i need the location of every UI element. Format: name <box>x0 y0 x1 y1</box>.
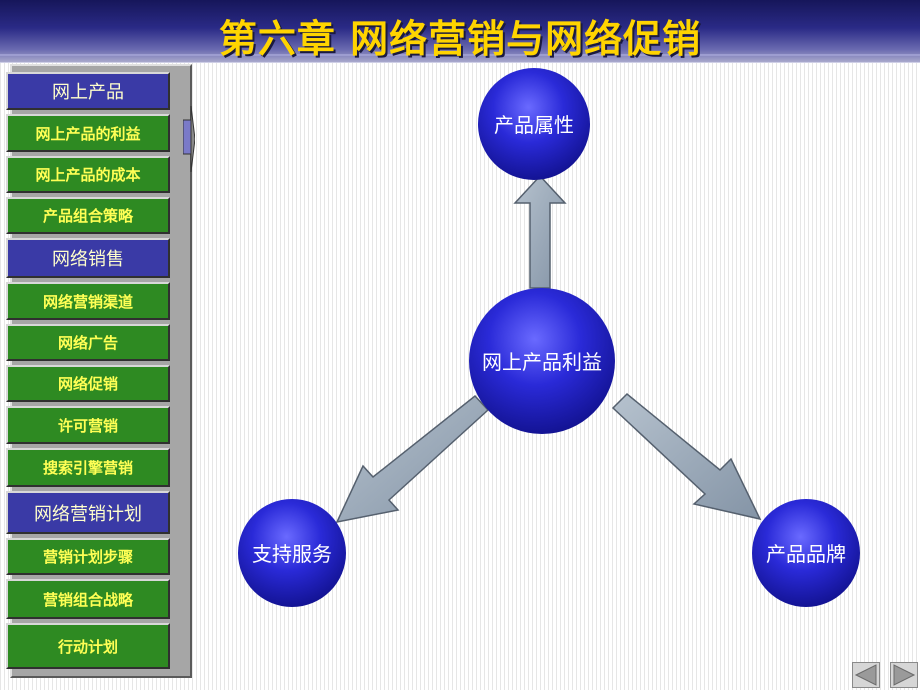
page-title: 第六章 网络营销与网络促销 <box>218 17 702 61</box>
node-label-top: 产品属性 <box>494 113 574 137</box>
sidebar-item-mix-strategy[interactable]: 营销组合战略 <box>6 579 170 619</box>
arrow-down-left <box>335 394 490 524</box>
selection-pointer-icon <box>183 106 195 172</box>
sidebar-item-action-plan[interactable]: 行动计划 <box>6 623 170 669</box>
sidebar-item-online-sales[interactable]: 网络销售 <box>6 238 170 278</box>
sidebar-item-online-promotion[interactable]: 网络促销 <box>6 365 170 402</box>
sidebar-item-online-ads[interactable]: 网络广告 <box>6 324 170 361</box>
triangle-left-icon <box>854 664 877 686</box>
sidebar-item-product-mix[interactable]: 产品组合策略 <box>6 197 170 234</box>
sidebar-item-search-marketing[interactable]: 搜索引擎营销 <box>6 448 170 487</box>
sidebar-item-marketing-channel[interactable]: 网络营销渠道 <box>6 282 170 320</box>
sidebar-item-permission-marketing[interactable]: 许可营销 <box>6 406 170 444</box>
node-label-center: 网上产品利益 <box>482 350 602 374</box>
title-underline <box>0 54 920 56</box>
sidebar-item-plan-steps[interactable]: 营销计划步骤 <box>6 538 170 575</box>
node-label-left: 支持服务 <box>252 542 332 566</box>
sidebar-item-online-product[interactable]: 网上产品 <box>6 72 170 110</box>
sidebar-item-product-cost[interactable]: 网上产品的成本 <box>6 156 170 193</box>
title-bar: 第六章 网络营销与网络促销 <box>0 0 920 63</box>
node-center-benefit: 网上产品利益 <box>469 288 615 434</box>
node-product-attribute: 产品属性 <box>478 68 590 180</box>
sidebar-item-product-benefit[interactable]: 网上产品的利益 <box>6 114 170 152</box>
node-label-right: 产品品牌 <box>766 542 846 566</box>
triangle-right-icon <box>893 664 916 686</box>
prev-slide-button[interactable] <box>852 662 880 688</box>
node-support-service: 支持服务 <box>238 499 346 607</box>
next-slide-button[interactable] <box>890 662 918 688</box>
arrow-down-right <box>611 392 762 521</box>
arrow-up <box>513 174 567 289</box>
node-product-brand: 产品品牌 <box>752 499 860 607</box>
sidebar-item-marketing-plan[interactable]: 网络营销计划 <box>6 491 170 534</box>
benefit-diagram: 产品属性 网上产品利益 支持服务 产品品牌 <box>238 68 860 607</box>
